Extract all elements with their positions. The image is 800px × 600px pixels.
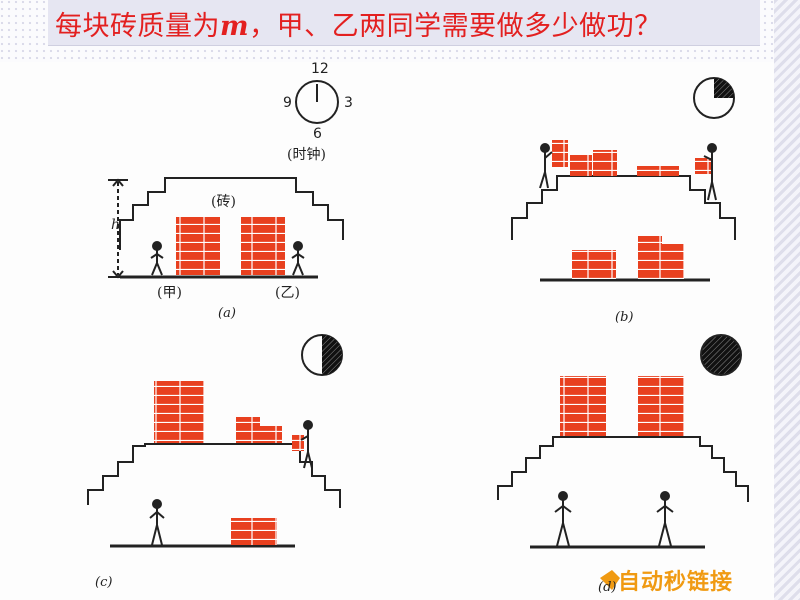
panel-b-bricks-carried-left <box>552 140 568 167</box>
figure-b-label: (b) <box>615 310 634 325</box>
panel-b-bricks-ground-3 <box>662 244 684 279</box>
panel-b-clock <box>693 77 735 119</box>
person-yi-label: (乙) <box>275 285 300 301</box>
panel-c-person-top <box>300 420 313 469</box>
clock-number-12: 12 <box>311 61 329 77</box>
clock-caption: (时钟) <box>287 147 326 163</box>
panel-b-bricks-ground-2 <box>638 236 662 279</box>
panel-b-bricks-carried-right <box>695 158 711 174</box>
figure-c-label: (c) <box>95 575 113 590</box>
slide-title: 每块砖质量为m，甲、乙两同学需要做多少做功？ <box>55 4 662 43</box>
panel-c-bricks-top-1 <box>236 417 260 443</box>
figure-d-label: (d) <box>598 580 617 595</box>
title-variable: m <box>220 11 250 42</box>
panel-b-bricks-ground-1 <box>572 250 616 279</box>
panel-a-clock <box>295 80 339 124</box>
panel-c-bricks-carried <box>292 435 304 451</box>
panel-c-bricks-top-2 <box>260 426 282 443</box>
panel-b-bricks-top-2 <box>593 150 617 176</box>
panel-b-person-left <box>539 143 553 189</box>
panel-c-bricks-ground <box>231 518 277 545</box>
panel-a-brick-stack-left <box>176 217 220 275</box>
panel-c-bricks-top-large <box>154 381 204 443</box>
panel-a-brick-stack-right <box>241 217 285 275</box>
figure-a-label: (a) <box>218 306 236 321</box>
panel-d-clock <box>700 334 742 376</box>
person-jia-label: (甲) <box>157 285 182 301</box>
illustration-panel <box>0 62 774 600</box>
watermark-icon <box>600 570 620 590</box>
panel-d-person-right <box>656 491 674 547</box>
panel-c-clock <box>301 334 343 376</box>
panel-a-person-jia <box>150 241 164 276</box>
title-bar <box>48 0 760 46</box>
panel-b-bricks-top-1 <box>570 155 592 176</box>
panel-d-person-left <box>554 491 572 547</box>
panel-b-person-right <box>703 143 717 201</box>
panel-d-bricks-left <box>560 376 606 436</box>
panel-d-stairs <box>497 436 749 549</box>
watermark-text: 自动秒链接 <box>618 570 734 595</box>
title-suffix: ，甲、乙两同学需要做多少做功？ <box>249 11 662 42</box>
panel-c-stairs <box>87 443 341 548</box>
clock-number-9: 9 <box>283 95 292 111</box>
panel-b-stairs <box>511 175 736 282</box>
clock-number-6: 6 <box>313 126 322 142</box>
panel-d-bricks-right <box>638 376 684 436</box>
height-label: h <box>111 217 121 233</box>
title-prefix: 每块砖质量为 <box>55 11 220 42</box>
clock-number-3: 3 <box>344 95 353 111</box>
right-decorative-bar <box>774 0 800 600</box>
panel-a-stairs <box>108 177 344 279</box>
panel-c-person-ground <box>149 499 165 546</box>
panel-a-person-yi <box>291 241 305 276</box>
brick-label: (砖) <box>211 194 236 210</box>
panel-b-bricks-top-3 <box>637 166 679 176</box>
